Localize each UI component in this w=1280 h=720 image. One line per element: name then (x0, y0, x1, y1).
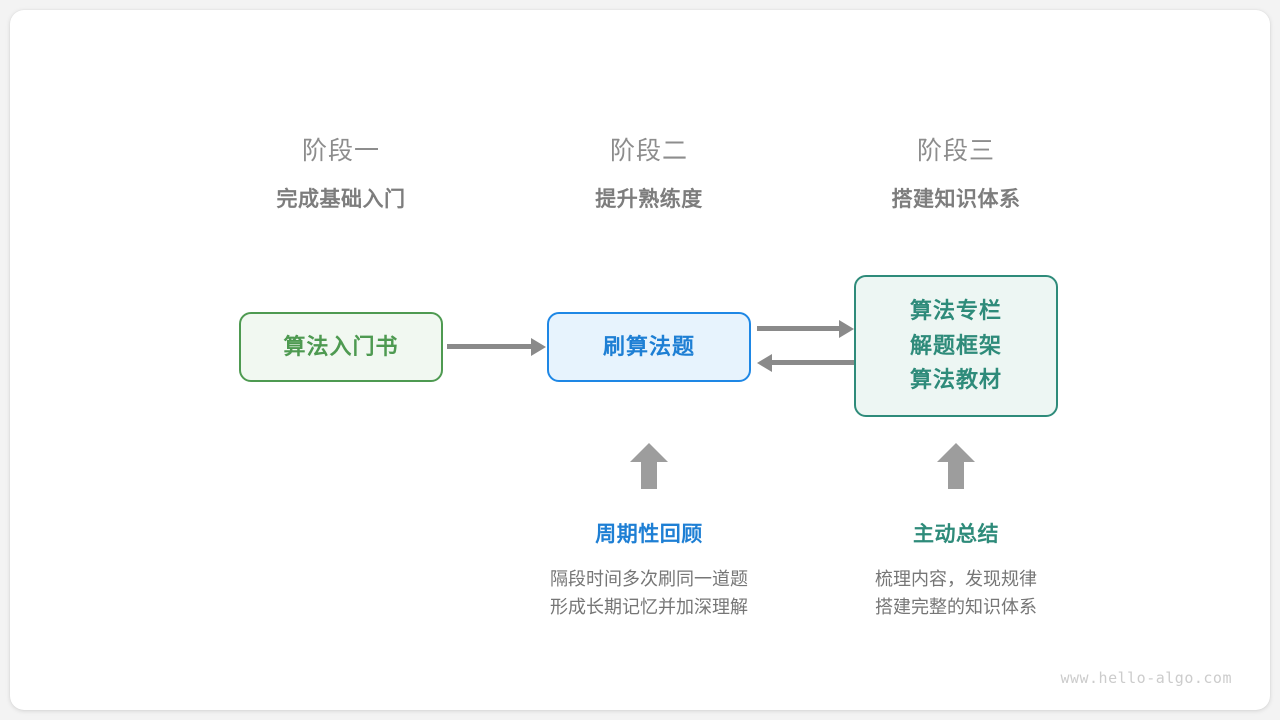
habit-active-summary-desc-line-1: 梳理内容，发现规律 (875, 569, 1037, 590)
stage-title-2: 阶段二 (609, 137, 688, 165)
node-resources: 算法专栏 解题框架 算法教材 (854, 275, 1058, 417)
habit-periodic-review-desc-line-2: 形成长期记忆并加深理解 (550, 597, 748, 618)
up-arrow-summary-shaft (948, 460, 964, 489)
stage-title-1: 阶段一 (301, 137, 380, 165)
watermark: www.hello-algo.com (1060, 669, 1232, 687)
habit-periodic-review: 周期性回顾 隔段时间多次刷同一道题 形成长期记忆并加深理解 (489, 521, 809, 622)
habit-periodic-review-title: 周期性回顾 (595, 523, 703, 546)
stage-header-2: 阶段二 提升熟练度 (519, 136, 779, 214)
arrow-book-to-practice (447, 344, 533, 349)
stage-header-3: 阶段三 搭建知识体系 (826, 136, 1086, 214)
stage-title-3: 阶段三 (916, 137, 995, 165)
stage-header-1: 阶段一 完成基础入门 (211, 136, 471, 214)
habit-active-summary-desc: 梳理内容，发现规律 搭建完整的知识体系 (796, 566, 1116, 622)
up-arrow-review-shaft (641, 460, 657, 489)
stage-subtitle-2: 提升熟练度 (595, 188, 703, 212)
node-practice-problems: 刷算法题 (547, 312, 751, 382)
node-practice-problems-label: 刷算法题 (602, 333, 695, 359)
arrow-resources-to-practice-head-icon (757, 354, 772, 372)
node-intro-book: 算法入门书 (239, 312, 443, 382)
habit-active-summary-desc-line-2: 搭建完整的知识体系 (875, 597, 1037, 618)
habit-periodic-review-desc-line-1: 隔段时间多次刷同一道题 (550, 569, 748, 590)
node-intro-book-label: 算法入门书 (283, 333, 399, 359)
habit-active-summary: 主动总结 梳理内容，发现规律 搭建完整的知识体系 (796, 521, 1116, 622)
node-resources-line-1: 算法专栏 (909, 298, 1002, 324)
diagram-card: 阶段一 完成基础入门 阶段二 提升熟练度 阶段三 搭建知识体系 算法入门书 刷算… (10, 10, 1270, 710)
up-arrow-review-icon (630, 443, 668, 489)
arrow-practice-to-resources-head-icon (839, 320, 854, 338)
habit-active-summary-title: 主动总结 (913, 523, 999, 546)
up-arrow-summary-head (937, 443, 975, 462)
arrow-book-to-practice-head-icon (531, 338, 546, 356)
up-arrow-review-head (630, 443, 668, 462)
habit-periodic-review-desc: 隔段时间多次刷同一道题 形成长期记忆并加深理解 (489, 566, 809, 622)
arrow-practice-to-resources (757, 326, 839, 331)
stage-subtitle-1: 完成基础入门 (276, 188, 406, 212)
node-resources-line-3: 算法教材 (909, 367, 1002, 393)
arrow-resources-to-practice (772, 360, 854, 365)
node-resources-line-2: 解题框架 (909, 332, 1002, 358)
stage-subtitle-3: 搭建知识体系 (891, 188, 1021, 212)
up-arrow-summary-icon (937, 443, 975, 489)
